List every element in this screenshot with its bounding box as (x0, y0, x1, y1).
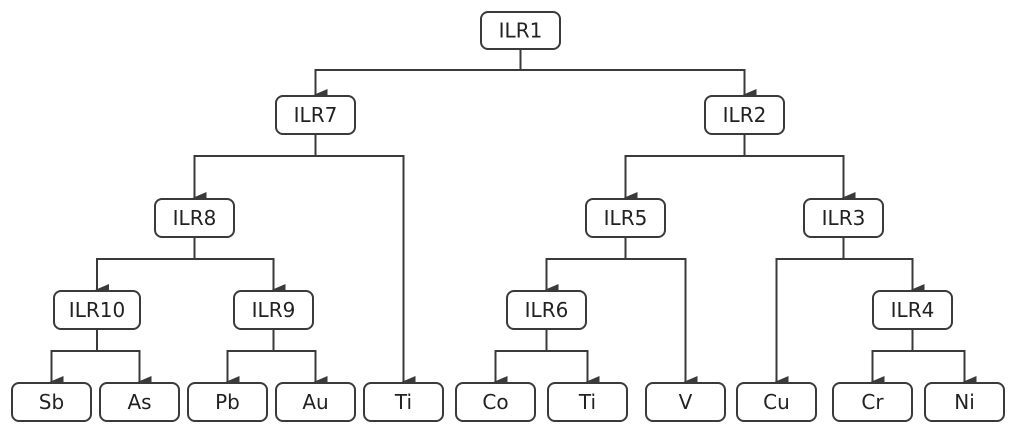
node-ilr8: ILR8 (154, 198, 235, 238)
node-label: ILR3 (822, 206, 866, 230)
node-label: Ni (954, 390, 975, 414)
node-ilr2: ILR2 (704, 95, 785, 135)
edge-ilr8-ilr10 (95, 258, 195, 296)
edge-ilr8-ilr9 (194, 258, 286, 296)
edge-ilr3-cu (774, 258, 844, 388)
node-label: Ti (394, 390, 412, 414)
node-v: V (645, 382, 726, 422)
node-label: ILR8 (173, 206, 217, 230)
node-label: Sb (39, 390, 64, 414)
edge-ilr4-cr (870, 350, 913, 388)
nodes-layer: ILR1 ILR7 ILR2 ILR8 ILR5 ILR3 ILR10 ILR (11, 11, 1005, 422)
node-label: ILR4 (891, 298, 935, 322)
node-label: ILR10 (69, 298, 125, 322)
node-ilr7: ILR7 (275, 95, 356, 135)
node-pb: Pb (187, 382, 268, 422)
edge-ilr9-au (273, 350, 328, 388)
node-ti-1: Ti (363, 382, 444, 422)
edge-ilr2-ilr3 (744, 155, 856, 204)
edges-layer (49, 49, 977, 388)
node-label: V (679, 390, 693, 414)
node-ilr1: ILR1 (480, 11, 561, 50)
edge-ilr5-v (625, 258, 698, 388)
node-label: Au (302, 390, 328, 414)
edge-ilr7-ti_1 (315, 155, 416, 388)
node-label: Cr (861, 390, 884, 414)
edge-ilr10-sb (49, 350, 97, 388)
node-label: ILR5 (604, 206, 648, 230)
edge-ilr6-ti_2 (546, 350, 600, 388)
node-ti-2: Ti (547, 382, 628, 422)
edge-ilr2-ilr5 (623, 155, 745, 204)
edge-ilr6-co (493, 350, 547, 388)
node-ilr3: ILR3 (803, 198, 884, 238)
node-label: ILR2 (723, 103, 767, 127)
node-label: ILR1 (499, 19, 543, 43)
node-co: Co (455, 382, 536, 422)
node-ilr10: ILR10 (53, 290, 141, 330)
node-ilr5: ILR5 (585, 198, 666, 238)
edge-ilr7-ilr8 (192, 155, 316, 204)
node-label: ILR9 (252, 298, 296, 322)
node-ni: Ni (924, 382, 1005, 422)
node-label: Co (482, 390, 508, 414)
node-as: As (99, 382, 180, 422)
node-label: Ti (578, 390, 596, 414)
node-ilr6: ILR6 (506, 290, 587, 330)
node-sb: Sb (11, 382, 92, 422)
node-cu: Cu (736, 382, 817, 422)
edge-ilr10-as (97, 350, 152, 388)
edge-ilr5-ilr6 (544, 258, 626, 296)
node-ilr9: ILR9 (233, 290, 314, 330)
node-cr: Cr (832, 382, 913, 422)
edge-ilr1-ilr2 (520, 69, 757, 101)
node-label: ILR7 (294, 103, 338, 127)
edge-ilr9-pb (225, 350, 274, 388)
node-label: As (127, 390, 151, 414)
edge-ilr3-ilr4 (843, 258, 925, 296)
edge-ilr1-ilr7 (313, 69, 521, 101)
node-ilr4: ILR4 (872, 290, 953, 330)
node-label: ILR6 (525, 298, 569, 322)
node-label: Pb (215, 390, 240, 414)
node-au: Au (275, 382, 356, 422)
edge-ilr4-ni (912, 350, 977, 388)
node-label: Cu (763, 390, 790, 414)
